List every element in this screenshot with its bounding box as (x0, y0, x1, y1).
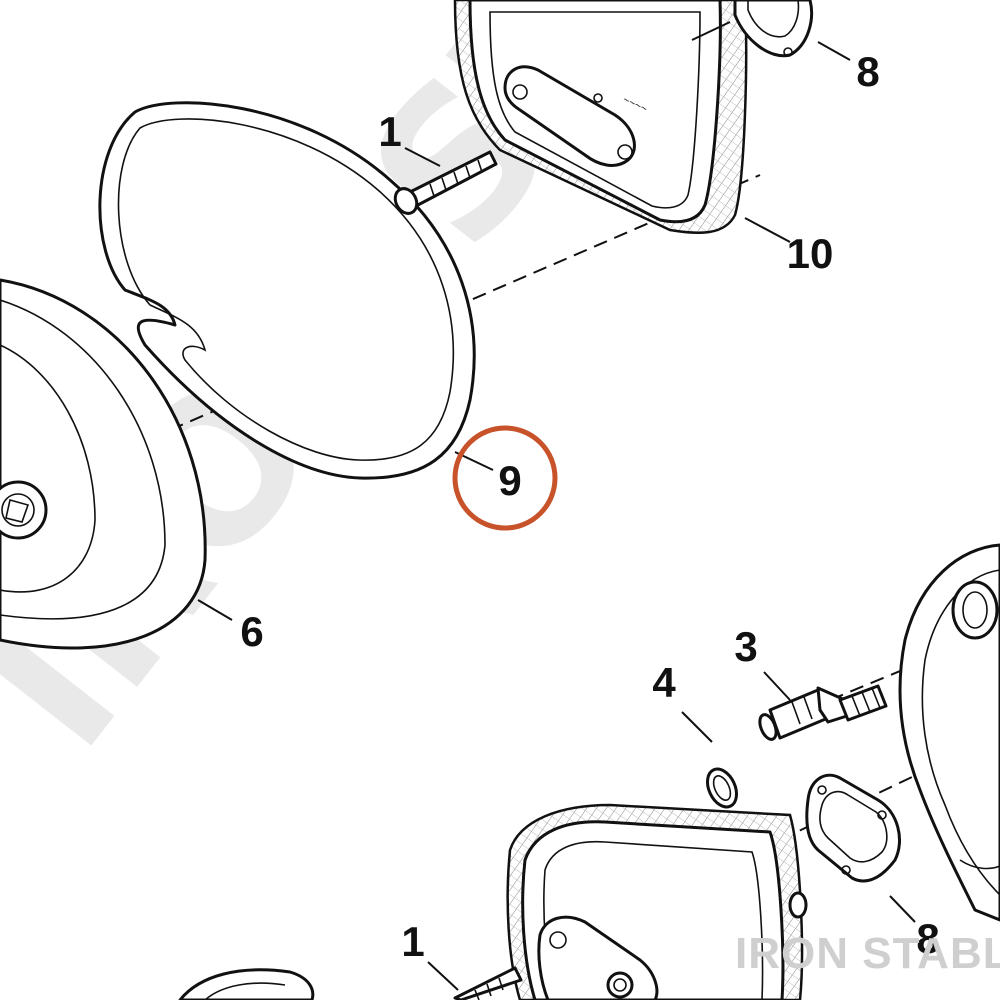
part-8-plate-top (733, 0, 814, 58)
highlight-circle-9 (452, 425, 558, 531)
part-1-screw-bottom (453, 966, 523, 1000)
part-1-screw-top (393, 150, 498, 215)
callout-10: 10 (787, 230, 834, 277)
callout-8-bottom: 8 (916, 915, 939, 962)
part-9-gasket (98, 101, 476, 480)
part-10-air-filter-top: ~~~~ (453, 0, 748, 235)
part-6-air-cleaner-cover (0, 278, 207, 650)
air-cleaner-backplate (898, 543, 1000, 922)
part-4-o-ring (705, 767, 739, 809)
callout-1-bottom: 1 (401, 918, 424, 965)
callout-1-top: 1 (378, 108, 401, 155)
callout-4: 4 (652, 659, 676, 706)
callout-8-top: 8 (856, 48, 879, 95)
brand-logo-text: IRON STABLE (735, 929, 1000, 978)
part-6-cover-bottom (178, 968, 315, 1000)
part-10-air-filter-bottom (506, 803, 808, 1000)
callout-3: 3 (734, 623, 757, 670)
callout-9: 9 (498, 457, 521, 504)
callout-6: 6 (240, 608, 263, 655)
leader-lines (197, 21, 916, 991)
part-8-plate-bottom (805, 773, 901, 883)
part-3-stud (758, 684, 888, 741)
